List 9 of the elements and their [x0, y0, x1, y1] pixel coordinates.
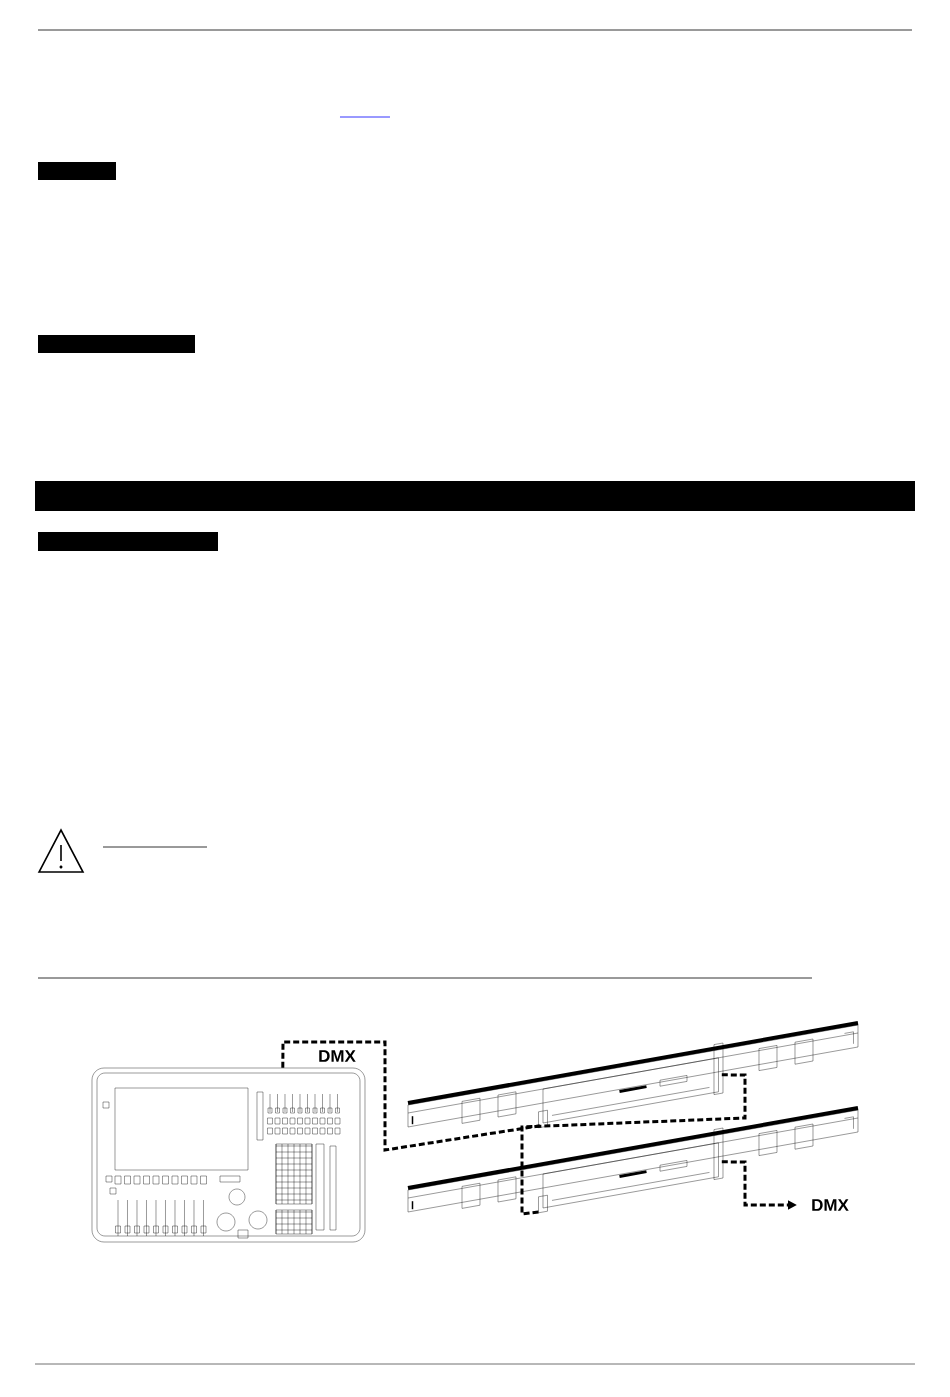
edge-label: DMX — [317, 1049, 357, 1063]
mixing-console-drawing — [91, 1067, 366, 1243]
heading-bar — [35, 481, 915, 511]
edge-label: DMX — [810, 1198, 850, 1212]
light-bar-drawing — [407, 1021, 859, 1128]
light-bar-drawing — [407, 1106, 859, 1213]
heading-bar — [38, 162, 116, 180]
heading-bar — [38, 335, 195, 353]
heading-bar — [38, 532, 218, 551]
